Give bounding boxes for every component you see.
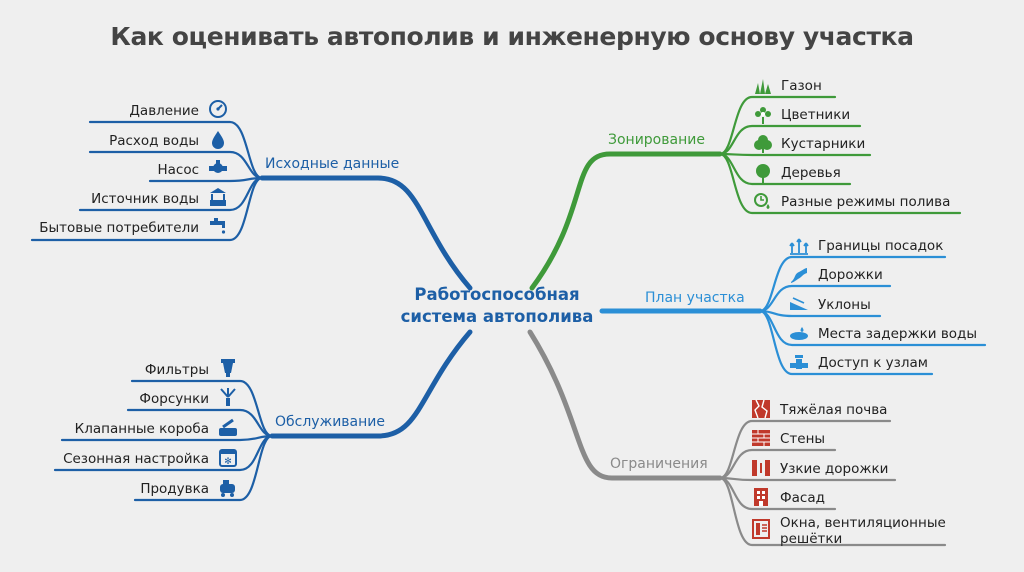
twig-source-2: [148, 176, 264, 183]
leaf-watering-modes: Разные режимы полива: [781, 194, 951, 210]
leaf-windows-vents-line-1: Окна, вентиляционные: [780, 515, 946, 531]
leaf-household: Бытовые потребители: [39, 220, 199, 236]
leaf-lawn: Газон: [781, 78, 822, 94]
timer-drops-icon: [754, 193, 770, 209]
twig-plan-4: [758, 309, 934, 376]
faucet-icon: [210, 218, 226, 234]
leaf-water-flow: Расход воды: [109, 133, 199, 149]
twig-zoning-4: [718, 152, 962, 215]
gauge-icon: [209, 100, 227, 118]
leaf-shrubs: Кустарники: [781, 136, 866, 152]
leaf-paths: Дорожки: [818, 267, 883, 283]
branch-label-source: Исходные данные: [265, 156, 400, 172]
twig-zoning-2: [718, 152, 872, 157]
pipe-valve-icon: [790, 355, 808, 369]
leaf-flowerbeds: Цветники: [781, 107, 851, 123]
leaf-facade: Фасад: [780, 490, 825, 506]
leaf-water-source: Источник воды: [91, 191, 199, 207]
twig-limits-2: [718, 476, 897, 482]
leaf-pump: Насос: [157, 162, 199, 178]
twig-source-0: [88, 120, 264, 180]
leaf-nozzles: Форсунки: [139, 391, 209, 407]
nozzle-icon: [220, 388, 236, 406]
narrow-path-icon: [752, 460, 770, 476]
well-icon: [210, 188, 226, 206]
leaf-blowout: Продувка: [140, 481, 209, 497]
leaf-filters: Фильтры: [144, 362, 209, 378]
leaf-trees: Деревья: [781, 165, 841, 181]
puddle-icon: [790, 327, 808, 340]
svg-text:✻: ✻: [224, 457, 232, 467]
brick-wall-icon: [752, 430, 770, 446]
window-vent-icon: [752, 519, 770, 539]
cracked-soil-icon: [752, 399, 770, 419]
leaf-heavy-soil: Тяжёлая почва: [780, 402, 888, 418]
valve-box-icon: [219, 418, 237, 436]
leaf-windows-vents-line-2: решётки: [780, 531, 843, 547]
twig-plan-0: [758, 255, 947, 313]
twig-zoning-0: [718, 95, 837, 156]
twig-service-4: [133, 434, 274, 502]
leaf-valve-boxes: Клапанные короба: [74, 421, 209, 437]
trunk-limits: [527, 329, 723, 481]
water-drop-icon: [212, 131, 224, 149]
leaf-windows-vents: Окна, вентиляционные решётки: [780, 515, 946, 547]
central-topic-line-1: Работоспособная: [414, 285, 580, 304]
trunk-source: [259, 175, 473, 291]
path-icon: [791, 268, 807, 283]
leaf-season-setup: Сезонная настройка: [63, 451, 209, 467]
page-title: Как оценивать автополив и инженерную осн…: [110, 22, 914, 51]
leaf-pressure: Давление: [129, 103, 199, 119]
shrub-icon: [754, 135, 772, 153]
compressor-icon: [220, 480, 235, 497]
branch-label-zoning: Зонирование: [608, 132, 705, 148]
trunk-zoning: [529, 151, 723, 291]
flower-icon: [755, 107, 771, 124]
tree-icon: [756, 164, 770, 183]
pump-icon: [209, 160, 227, 173]
leaf-node-access: Доступ к узлам: [818, 355, 928, 371]
central-topic-line-2: система автополива: [400, 307, 594, 326]
season-calendar-icon: ✻: [219, 449, 237, 467]
slope-icon: [790, 297, 808, 310]
leaf-planting-bounds: Границы посадок: [818, 238, 944, 254]
branch-label-limits: Ограничения: [610, 456, 708, 472]
leaf-narrow-paths: Узкие дорожки: [780, 461, 889, 477]
twig-limits-4: [718, 476, 947, 547]
planting-bounds-icon: [789, 238, 809, 255]
twig-service-0: [130, 379, 274, 438]
central-topic: Работоспособная система автополива: [392, 284, 602, 328]
leaf-slopes: Уклоны: [818, 297, 871, 313]
filter-icon: [221, 359, 235, 377]
branch-label-service: Обслуживание: [275, 414, 385, 430]
grass-icon: [755, 79, 771, 94]
twig-limits-0: [718, 419, 892, 480]
leaf-walls: Стены: [780, 431, 826, 447]
branch-label-plan: План участка: [645, 290, 745, 306]
trunk-service: [269, 329, 473, 439]
building-icon: [754, 488, 768, 506]
twig-source-4: [30, 176, 264, 242]
leaf-water-retention: Места задержки воды: [818, 326, 978, 342]
